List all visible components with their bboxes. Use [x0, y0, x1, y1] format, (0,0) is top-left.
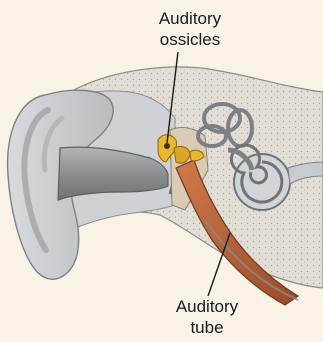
auditory-tube-label-line2: tube: [152, 317, 262, 338]
auditory-ossicles-label-line1: Auditory: [135, 8, 245, 29]
auditory-ossicles-label: Auditory ossicles: [135, 8, 245, 50]
auditory-tube-label: Auditory tube: [152, 296, 262, 338]
auditory-ossicles-label-line2: ossicles: [135, 29, 245, 50]
auditory-tube-label-line1: Auditory: [152, 296, 262, 317]
